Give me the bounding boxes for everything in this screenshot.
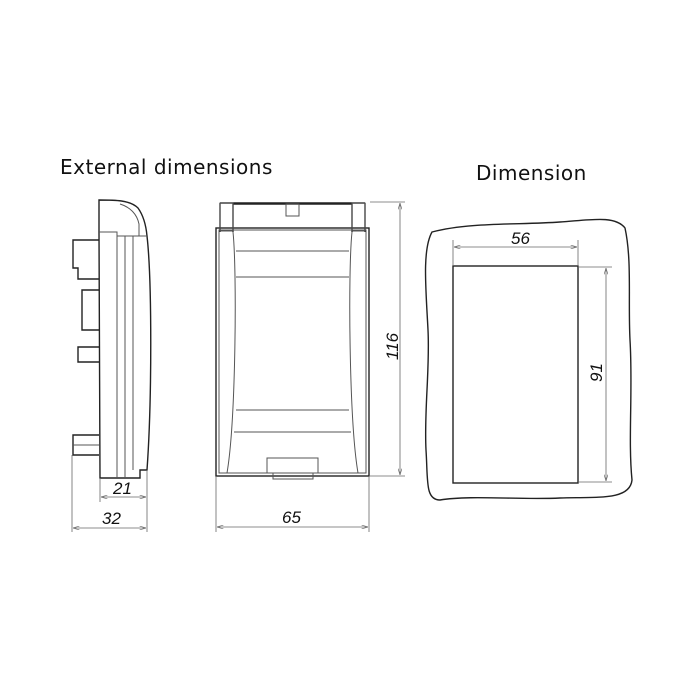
dimension-title: Dimension	[476, 161, 587, 185]
dimension-lines	[71, 201, 405, 532]
external-dimensions-title: External dimensions	[60, 155, 273, 179]
inner-depth-label: 21	[112, 479, 132, 498]
height-label: 116	[383, 332, 402, 360]
cutout-height-label: 91	[587, 363, 606, 382]
width-label: 65	[282, 508, 301, 527]
cutout-width-label: 56	[511, 229, 530, 248]
total-depth-label: 32	[102, 509, 121, 528]
front-view	[215, 202, 370, 480]
side-view	[72, 199, 152, 479]
cutout-view	[424, 218, 633, 501]
